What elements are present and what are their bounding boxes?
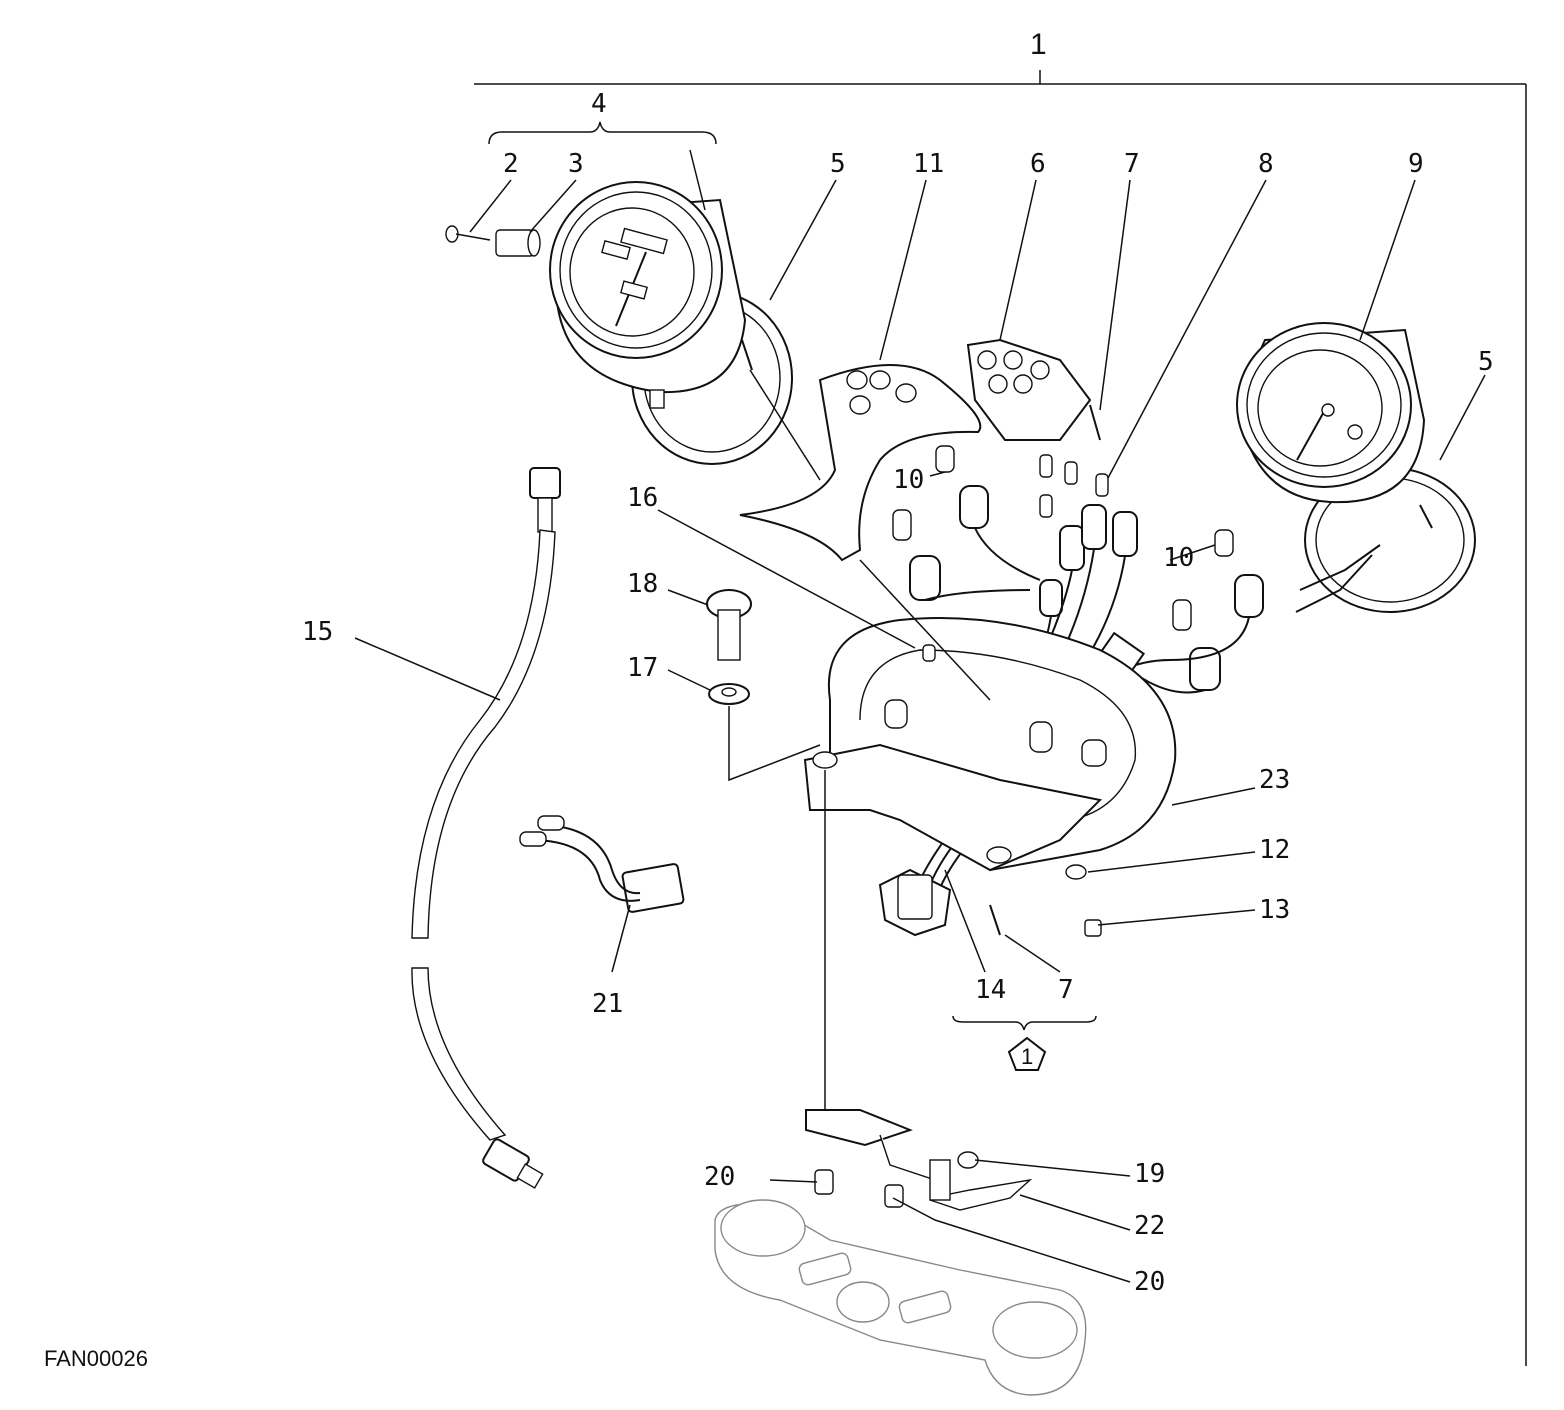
kit-pentagon-icon [1007,1036,1047,1071]
callout-9: 9 [1408,149,1424,179]
harness-connector [878,868,952,937]
washer-17 [708,683,750,705]
callout-15: 15 [302,617,333,647]
callout-6: 6 [1030,149,1046,179]
callout-10-right: 10 [1163,543,1194,573]
top-yoke-ghost [714,1199,1087,1396]
callout-16: 16 [627,483,658,513]
callout-12: 12 [1259,835,1290,865]
bulbs [892,445,1234,631]
callout-14: 14 [975,975,1006,1005]
group-brace-4 [488,121,717,145]
callout-11: 11 [913,149,944,179]
callout-19: 19 [1134,1159,1165,1189]
nut-13 [1084,919,1102,937]
speedometer-gauge [445,181,793,465]
speedometer-cable [411,467,561,1189]
bolt-18 [706,589,752,661]
callout-10-left: 10 [893,465,924,495]
callout-2: 2 [503,149,519,179]
callout-8: 8 [1258,149,1274,179]
assembly-bracket [474,70,1527,1366]
callout-20-right: 20 [1134,1267,1165,1297]
assembly-label: 1 [1030,28,1047,61]
callout-7-top: 7 [1124,149,1140,179]
mounting-bracket [805,1109,1033,1211]
leader-17-mount [728,706,821,782]
callout-5-left: 5 [830,149,846,179]
callout-4: 4 [591,89,607,119]
callout-13: 13 [1259,895,1290,925]
rubber-mount-20b [884,1184,904,1208]
cover-panel [739,364,982,562]
sensor-connector [519,815,685,913]
instrument-housing [803,617,1177,872]
leader-lines [354,149,1486,1283]
callout-22: 22 [1134,1211,1165,1241]
washer-12 [1065,864,1087,880]
tachometer-gauge [1236,322,1476,613]
callout-17: 17 [627,653,658,683]
callout-5-right: 5 [1478,347,1494,377]
rubber-mount-20a [814,1169,834,1195]
callout-3: 3 [568,149,584,179]
screw-7-bottom [989,904,1001,936]
kit-brace [952,1015,1097,1031]
callout-21: 21 [592,989,623,1019]
kit-pentagon-label: 1 [1021,1044,1033,1069]
screw-7-top [1089,404,1101,441]
cover-panel-holes [846,370,917,415]
callout-7-bottom: 7 [1058,975,1074,1005]
callout-20-left: 20 [704,1162,735,1192]
callout-23: 23 [1259,765,1290,795]
warning-light-plate-holes [977,350,1050,394]
callout-18: 18 [627,569,658,599]
figure-code: FAN00026 [44,1346,148,1371]
